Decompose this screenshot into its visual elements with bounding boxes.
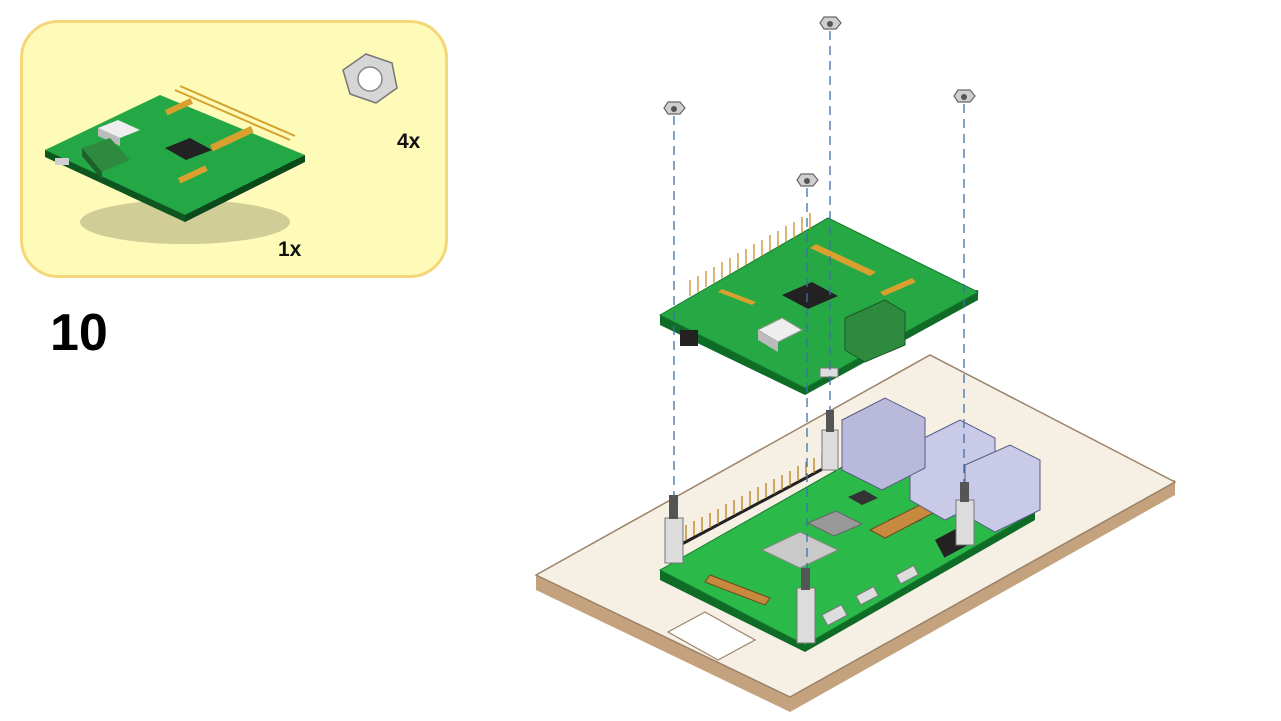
nut-quantity-label: 4x	[397, 130, 421, 153]
hat-board-quantity-label: 1x	[278, 238, 302, 261]
hat-board-part-icon	[45, 85, 305, 244]
hex-nut-part-icon	[342, 53, 398, 104]
hex-nuts	[663, 16, 976, 187]
raspberry-pi-board	[658, 397, 1041, 652]
step-number: 10	[50, 304, 108, 362]
hat-board	[658, 213, 980, 395]
alignment-guide-lines	[673, 31, 965, 568]
